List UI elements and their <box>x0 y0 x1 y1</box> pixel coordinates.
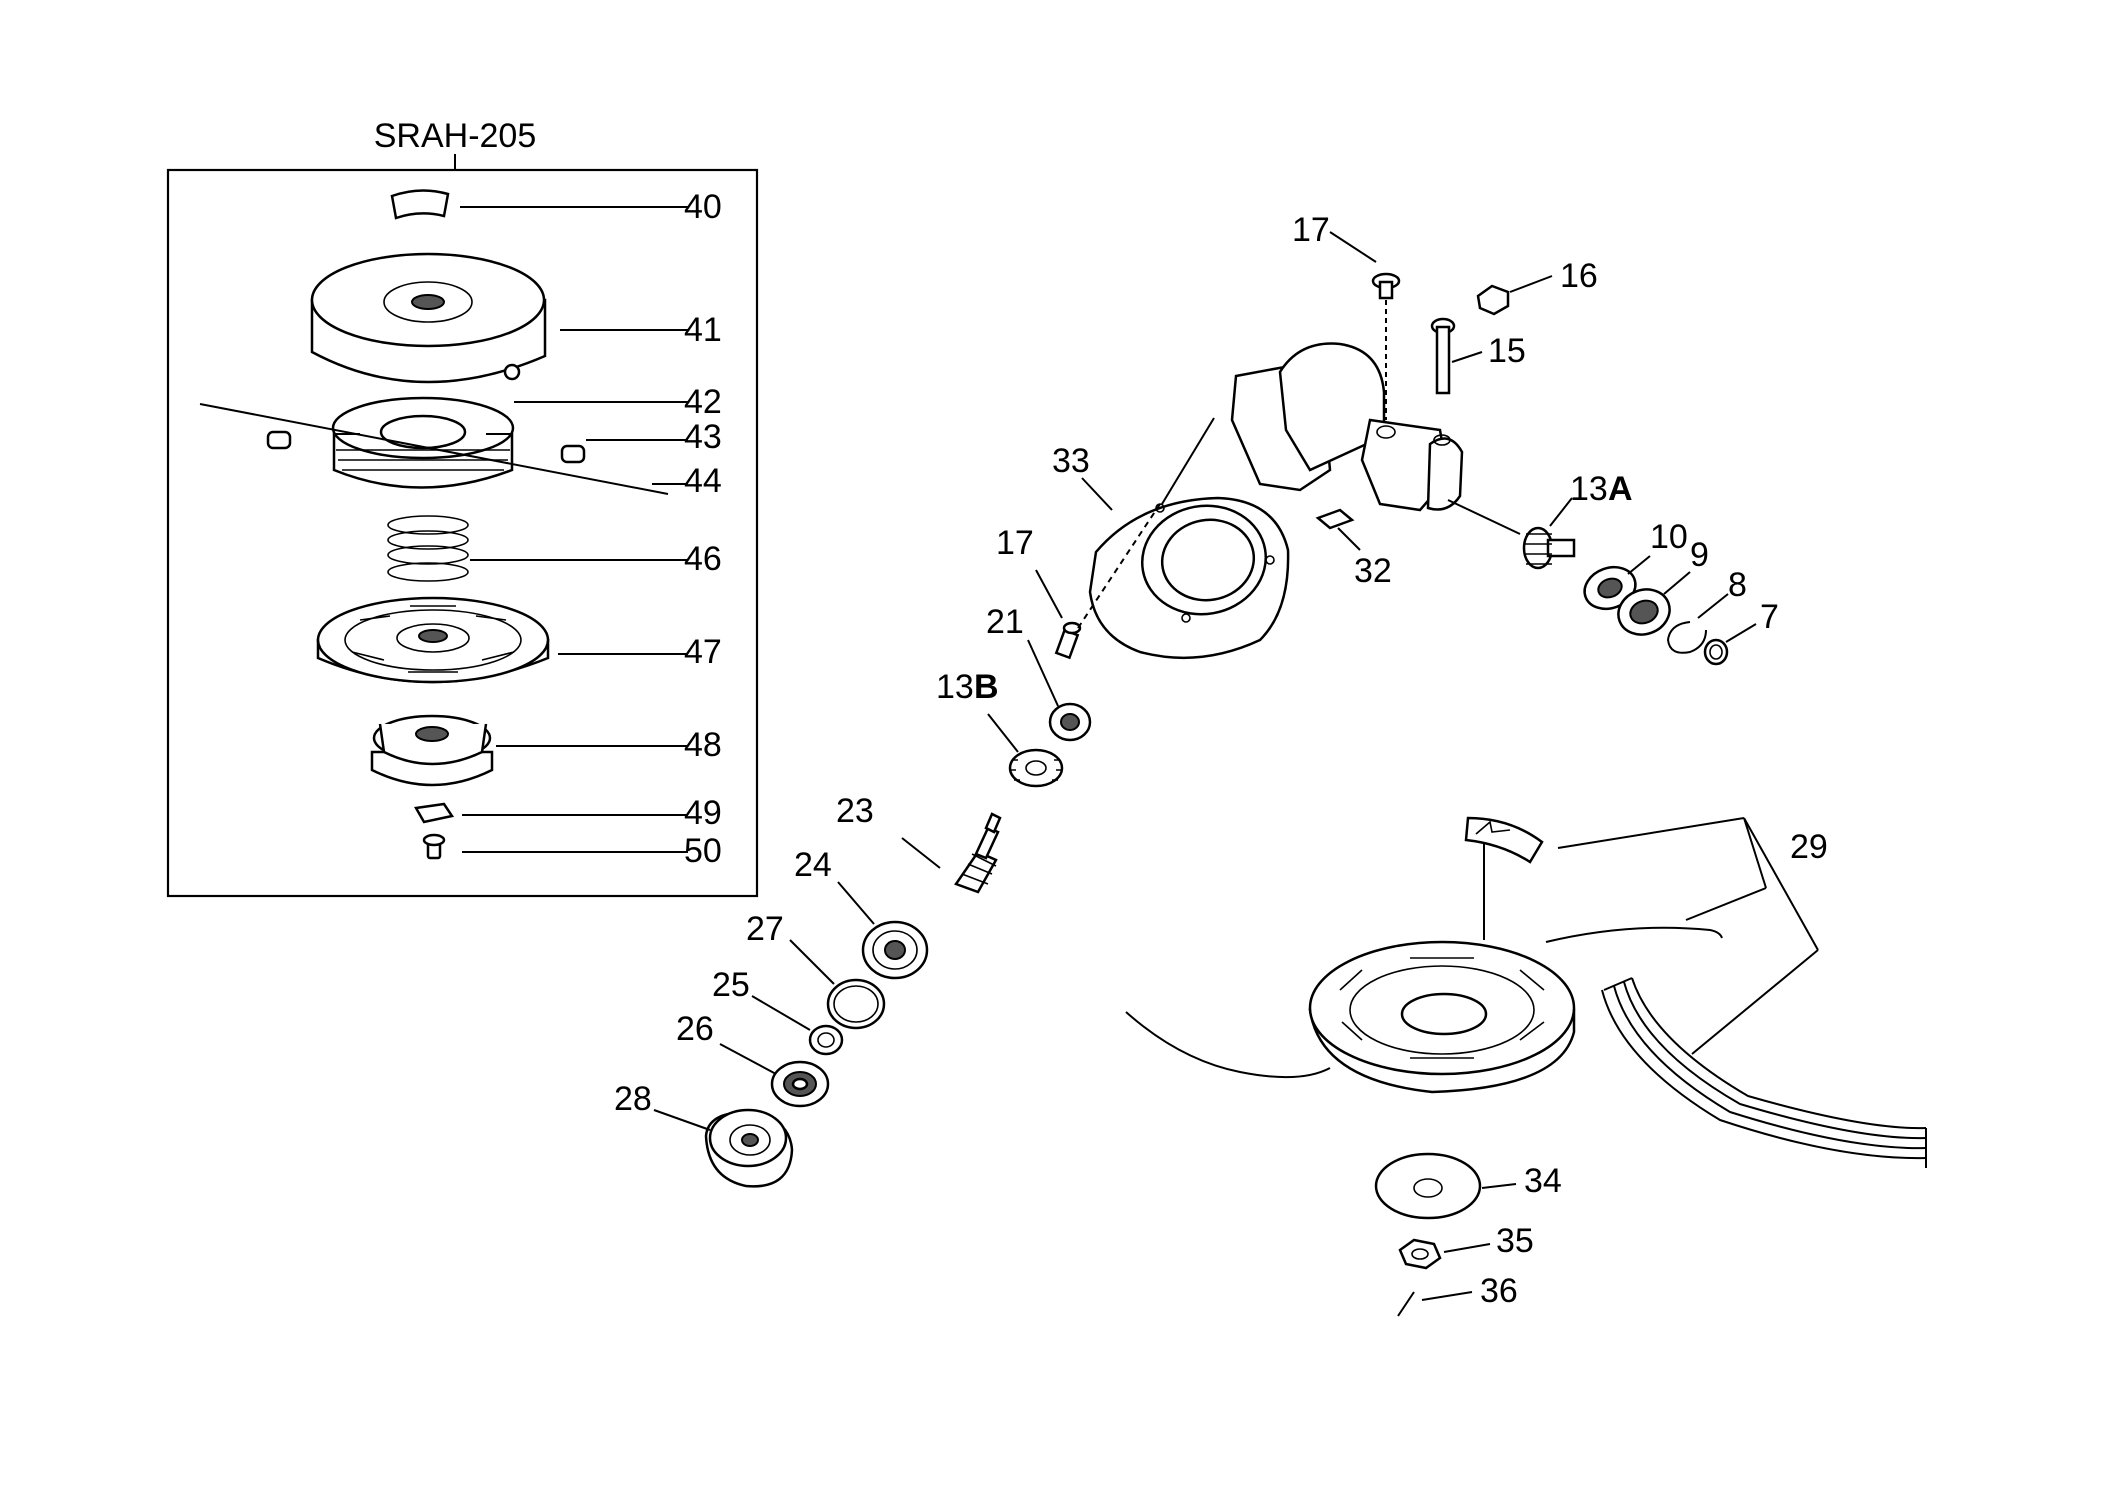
label-43: 43 <box>684 418 722 456</box>
label-16: 16 <box>1560 257 1598 295</box>
label-35: 35 <box>1496 1222 1534 1260</box>
label-49: 49 <box>684 794 722 832</box>
part-10-bearing <box>1583 565 1637 611</box>
label-21: 21 <box>986 603 1024 641</box>
part-33-guard <box>1088 496 1290 660</box>
label-33: 33 <box>1052 442 1090 480</box>
part-32-washer <box>1315 508 1355 530</box>
label-13b-number: 13 <box>936 668 974 706</box>
label-44: 44 <box>684 462 722 500</box>
part-17-screw-lower <box>1054 621 1082 660</box>
label-9: 9 <box>1690 536 1709 574</box>
part-24-bearing <box>861 920 929 980</box>
shaft-stack: 23 24 27 25 26 <box>614 792 1002 1188</box>
label-50: 50 <box>684 832 722 870</box>
label-32: 32 <box>1354 552 1392 590</box>
part-35-nut <box>1398 1238 1442 1270</box>
cutter-head-assembly: 29 34 35 36 <box>1125 816 1927 1317</box>
part-29-eyelet <box>1464 816 1544 864</box>
label-17-lower: 17 <box>996 524 1034 562</box>
label-34: 34 <box>1524 1162 1562 1200</box>
part-42-spool <box>331 396 515 489</box>
label-7: 7 <box>1760 598 1779 636</box>
label-27: 27 <box>746 910 784 948</box>
part-16-nut <box>1476 284 1510 316</box>
gearbox-assembly: 17 16 15 32 <box>936 211 1779 788</box>
label-24: 24 <box>794 846 832 884</box>
part-13a-gear <box>1522 526 1576 570</box>
label-13b-suffix: B <box>974 668 999 706</box>
part-7-ring <box>1703 638 1729 666</box>
part-36-pin <box>1397 1291 1415 1317</box>
part-13b-gear <box>1008 748 1064 788</box>
part-43-grommet <box>266 430 586 464</box>
label-8: 8 <box>1728 566 1747 604</box>
part-40-eyelet <box>390 189 450 220</box>
part-49-washer <box>414 802 455 824</box>
label-36: 36 <box>1480 1272 1518 1310</box>
part-25-collar <box>808 1024 844 1056</box>
part-28-cup <box>704 1108 794 1188</box>
part-34-washer <box>1374 1152 1482 1220</box>
part-27-snap-ring <box>826 978 886 1030</box>
label-28: 28 <box>614 1080 652 1118</box>
label-25: 25 <box>712 966 750 1004</box>
label-42: 42 <box>684 383 722 421</box>
part-15-bolt <box>1430 317 1456 395</box>
label-13a-number: 13 <box>1570 470 1608 508</box>
part-26-bearing <box>770 1060 830 1108</box>
label-17-top: 17 <box>1292 211 1330 249</box>
part-8-circlip <box>1666 621 1707 654</box>
part-29-cutting-lines <box>1125 926 1927 1168</box>
label-47: 47 <box>684 633 722 671</box>
part-9-bearing <box>1617 588 1671 636</box>
label-48: 48 <box>684 726 722 764</box>
label-26: 26 <box>676 1010 714 1048</box>
label-40: 40 <box>684 188 722 226</box>
inset-frame <box>166 168 759 898</box>
part-44-cutting-line <box>199 403 669 495</box>
label-29: 29 <box>1790 828 1828 866</box>
cutter-head-disc <box>1308 940 1576 1094</box>
gear-housing <box>1230 342 1464 512</box>
label-41: 41 <box>684 311 722 349</box>
part-21-bearing <box>1048 702 1092 742</box>
part-47-base-plate <box>316 596 550 684</box>
part-23-shaft <box>954 812 1002 894</box>
inset-title: SRAH-205 <box>374 117 537 155</box>
inset-srah-205: SRAH-205 40 41 42 <box>166 117 759 898</box>
label-23: 23 <box>836 792 874 830</box>
part-17-screw-top <box>1371 272 1401 300</box>
label-46: 46 <box>684 540 722 578</box>
label-15: 15 <box>1488 332 1526 370</box>
part-41-cover <box>310 252 547 384</box>
part-46-spring <box>387 515 469 582</box>
part-48-knob <box>370 714 494 787</box>
label-13a-suffix: A <box>1608 470 1633 508</box>
part-50-screw <box>422 833 446 860</box>
label-10: 10 <box>1650 518 1688 556</box>
